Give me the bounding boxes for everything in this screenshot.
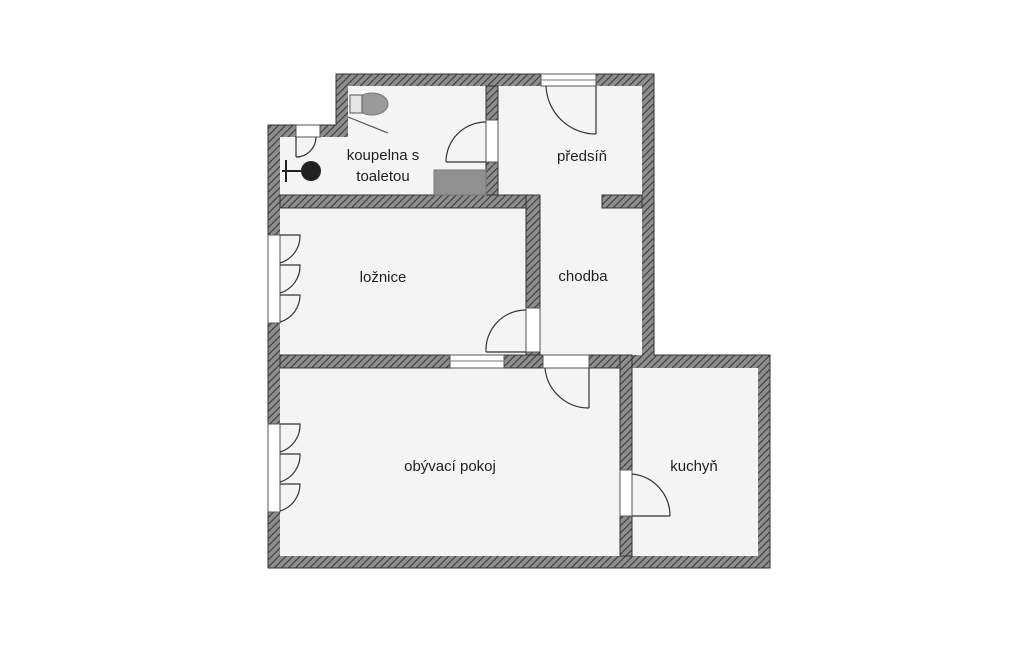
bedroom-window-opening bbox=[267, 234, 281, 324]
living-door-opening bbox=[542, 354, 590, 369]
living-room-label: obývací pokoj bbox=[404, 458, 496, 475]
bedroom-window-swing-1 bbox=[279, 234, 301, 264]
hall-label: předsíň bbox=[557, 148, 607, 165]
living-window-swing-3 bbox=[279, 483, 301, 512]
room-labels: koupelna s toaletou předsíň chodba ložni… bbox=[347, 147, 718, 475]
corridor-connector bbox=[540, 195, 602, 208]
kitchen-door-opening bbox=[619, 469, 633, 517]
wall-openings bbox=[267, 73, 633, 517]
bedroom-door-opening bbox=[525, 307, 541, 353]
bathroom-door bbox=[445, 121, 487, 163]
bathroom-label-line2: toaletou bbox=[356, 168, 409, 185]
bath-door-opening bbox=[485, 119, 499, 163]
kitchen-label: kuchyň bbox=[670, 458, 718, 475]
hall-entry-door bbox=[545, 85, 597, 135]
hall-stub-wall bbox=[601, 194, 643, 209]
bath-window-opening bbox=[295, 124, 321, 138]
living-window-swing-1 bbox=[279, 423, 301, 453]
kitchen-floor bbox=[632, 368, 758, 556]
bath-window-swing bbox=[295, 136, 317, 158]
boiler-icon bbox=[282, 160, 321, 182]
bathroom-label-line1: koupelna s bbox=[347, 147, 420, 164]
bedroom-label: ložnice bbox=[360, 269, 407, 286]
toilet-icon bbox=[349, 92, 389, 116]
kitchen-door bbox=[631, 473, 671, 517]
bathroom-floor bbox=[280, 86, 486, 195]
bathroom-fixtures bbox=[282, 92, 487, 196]
bedroom-window-swing-3 bbox=[279, 294, 301, 323]
living-kitchen-partition bbox=[619, 354, 633, 557]
living-window-swing-2 bbox=[279, 453, 301, 483]
bath-bedroom-partition bbox=[279, 194, 541, 209]
bedroom-window-swing-2 bbox=[279, 264, 301, 294]
basin-outline-icon bbox=[347, 116, 389, 134]
living-window-opening bbox=[267, 423, 281, 513]
living-door bbox=[544, 367, 590, 409]
door-swings bbox=[279, 85, 671, 517]
room-floors bbox=[280, 86, 758, 556]
bedroom-door bbox=[485, 309, 527, 353]
hall-floor bbox=[498, 86, 642, 195]
corridor-label: chodba bbox=[558, 268, 608, 285]
corridor-floor bbox=[540, 195, 642, 355]
shower-tray-icon bbox=[433, 169, 487, 196]
bedroom-floor bbox=[280, 208, 526, 355]
